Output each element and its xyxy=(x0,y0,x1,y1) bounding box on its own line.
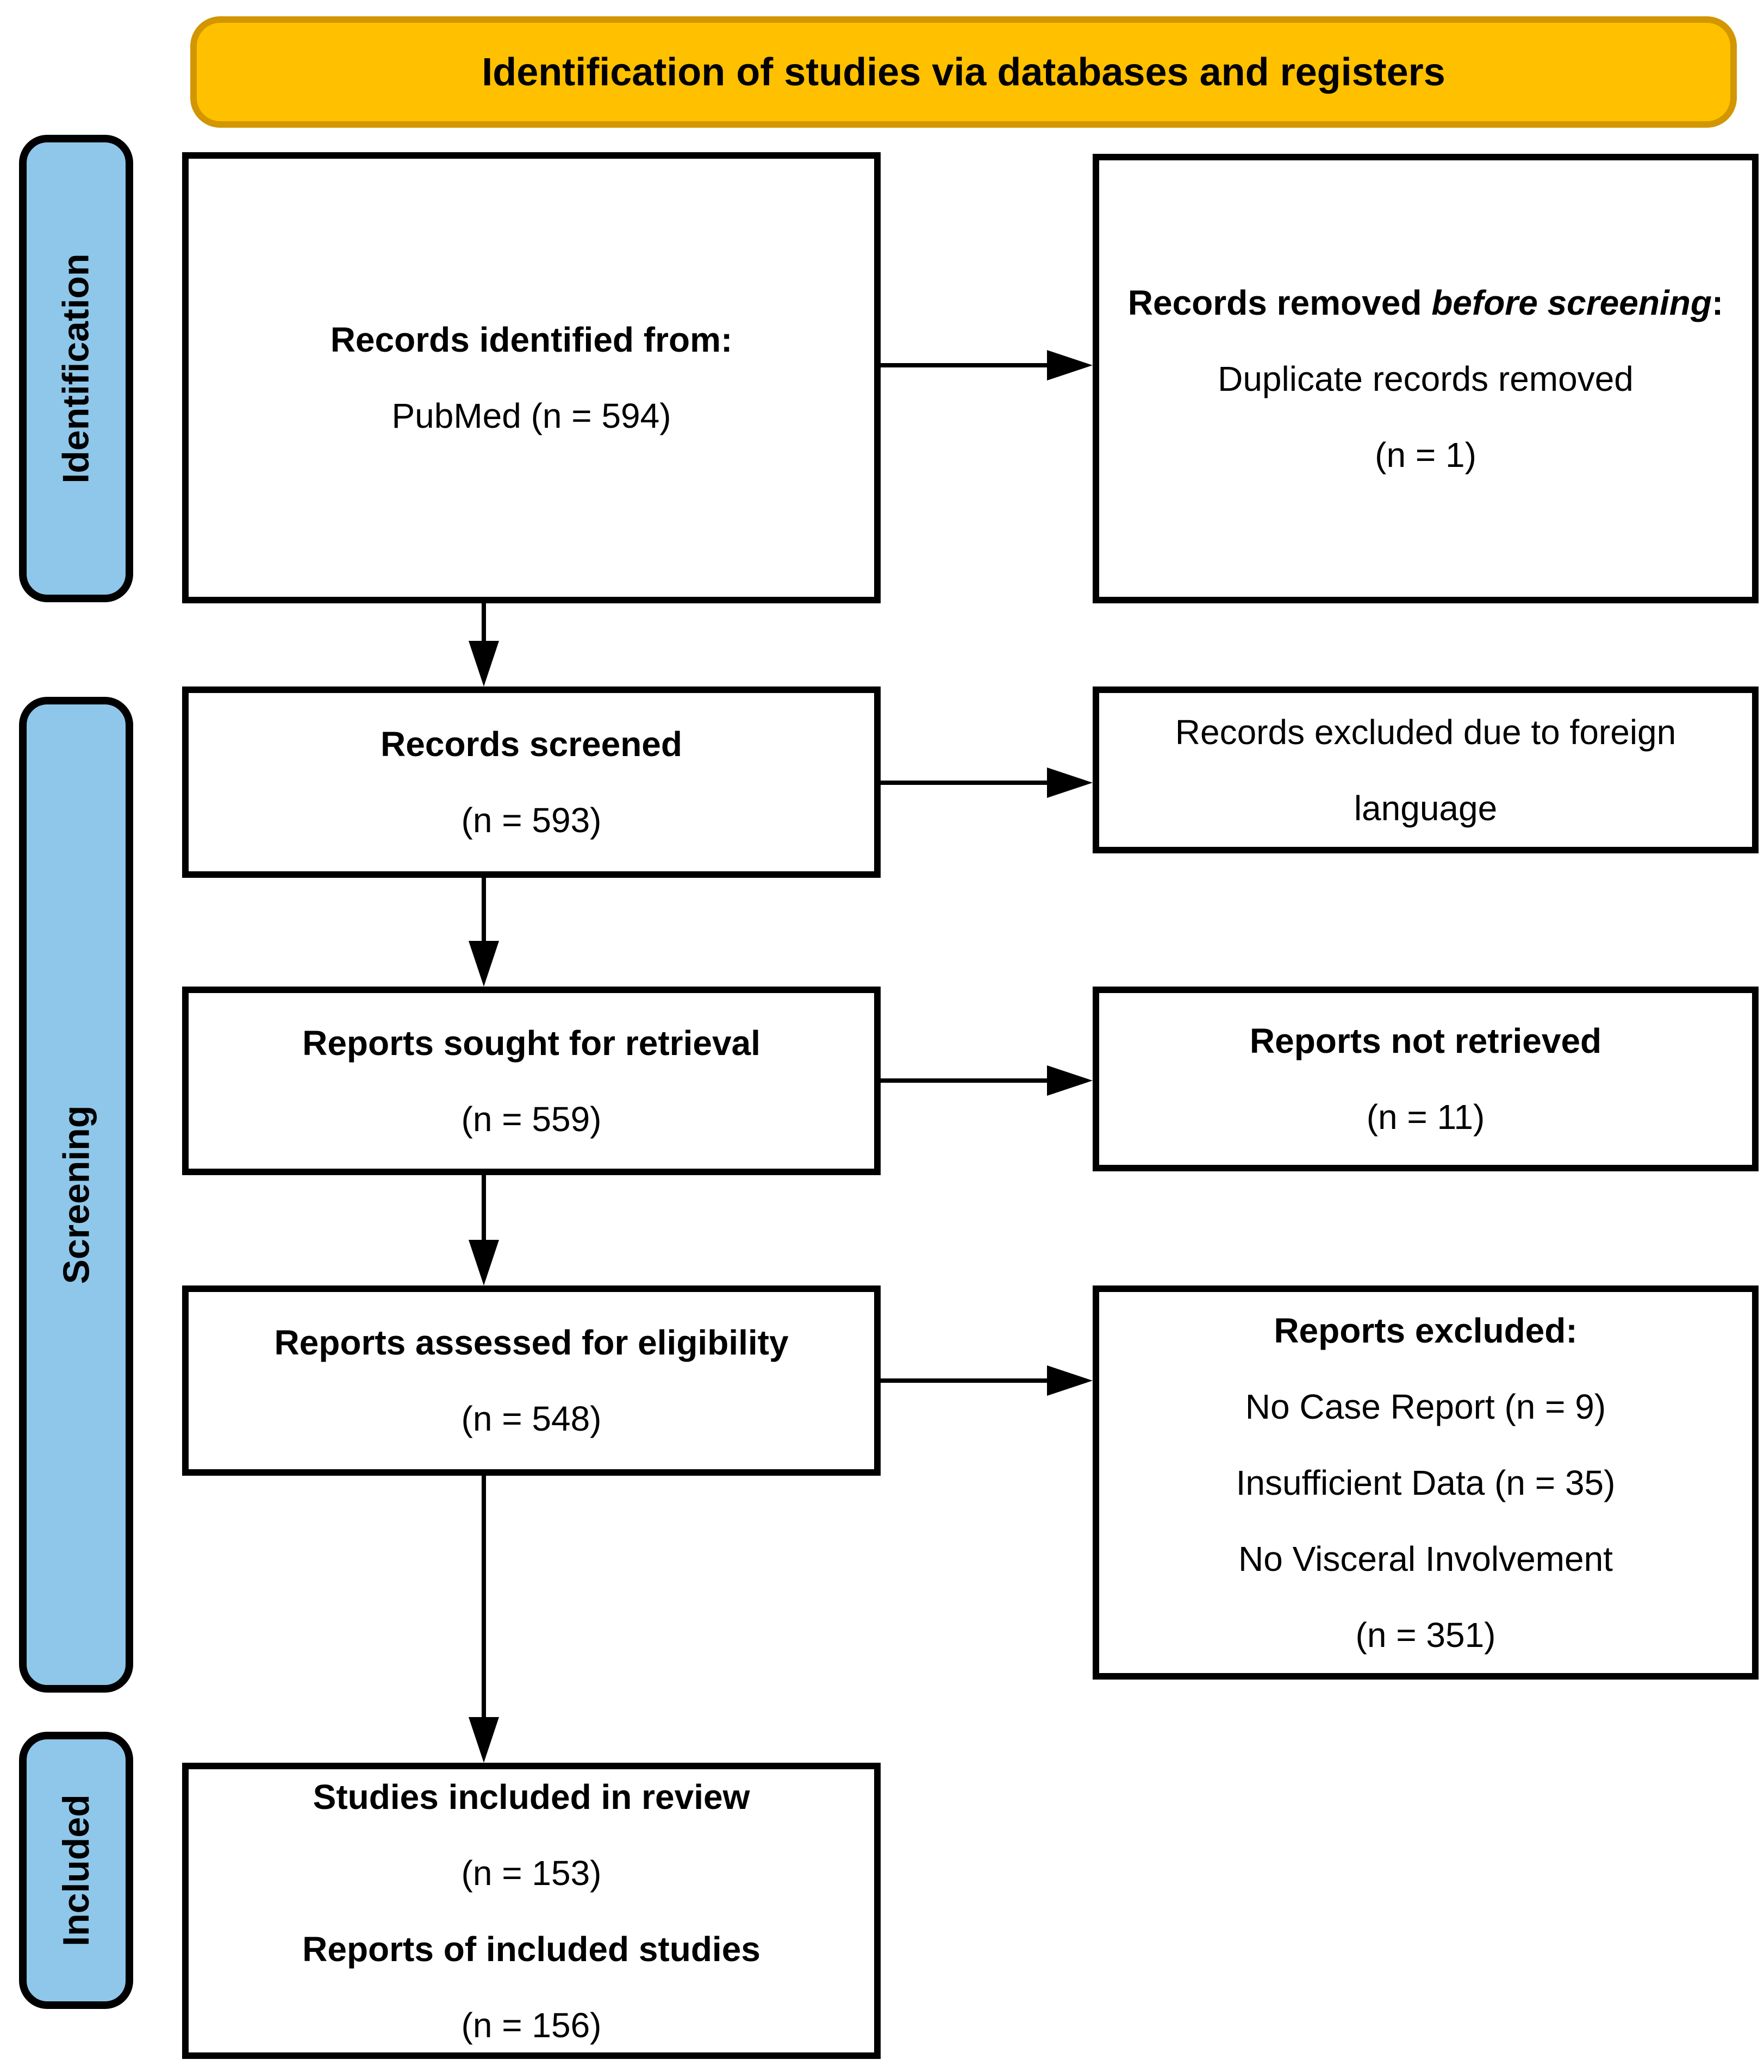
box-studies-included: Studies included in review (n = 153) Rep… xyxy=(182,1763,881,2059)
arrow-assessed-to-included-head-icon xyxy=(469,1717,499,1763)
stage-screening-label: Screening xyxy=(55,1105,97,1284)
arrow-assessed-to-excluded-head-icon xyxy=(1047,1365,1093,1396)
box-reports-sought-count: (n = 559) xyxy=(461,1099,602,1139)
box-records-removed-detail: Duplicate records removed xyxy=(1218,359,1634,398)
box-studies-included-title2: Reports of included studies xyxy=(302,1929,761,1969)
box-records-identified-title: Records identified from: xyxy=(330,320,733,359)
box-reports-excluded: Reports excluded: No Case Report (n = 9)… xyxy=(1093,1285,1759,1680)
box-reports-excluded-reason3-count: (n = 351) xyxy=(1355,1615,1496,1655)
arrow-assessed-to-included-line xyxy=(482,1474,486,1719)
header-banner: Identification of studies via databases … xyxy=(190,16,1737,128)
box-reports-excluded-reason2: Insufficient Data (n = 35) xyxy=(1236,1463,1616,1502)
box-records-identified: Records identified from: PubMed (n = 594… xyxy=(182,152,881,603)
arrow-identified-to-removed-line xyxy=(878,363,1049,367)
box-reports-excluded-title: Reports excluded: xyxy=(1274,1310,1578,1350)
box-records-removed-count: (n = 1) xyxy=(1375,435,1476,475)
stage-included-label: Included xyxy=(55,1794,97,1946)
arrow-screened-to-excluded-head-icon xyxy=(1047,767,1093,798)
box-records-screened-count: (n = 593) xyxy=(461,801,602,840)
box-reports-sought-title: Reports sought for retrieval xyxy=(302,1023,761,1063)
box-reports-not-retrieved-title: Reports not retrieved xyxy=(1249,1021,1602,1060)
box-reports-excluded-reason3: No Visceral Involvement xyxy=(1238,1539,1613,1578)
arrow-sought-to-notretrieved-line xyxy=(878,1078,1049,1083)
box-records-identified-detail: PubMed (n = 594) xyxy=(391,396,671,435)
box-records-screened: Records screened (n = 593) xyxy=(182,686,881,878)
box-records-screened-title: Records screened xyxy=(381,725,682,764)
box-reports-assessed-count: (n = 548) xyxy=(461,1399,602,1438)
box-reports-excluded-reason1: No Case Report (n = 9) xyxy=(1245,1387,1606,1426)
arrow-sought-to-assessed-line xyxy=(482,1173,486,1242)
stage-identification-label: Identification xyxy=(55,253,97,484)
arrow-sought-to-assessed-head-icon xyxy=(469,1240,499,1285)
stage-identification: Identification xyxy=(19,135,133,602)
arrow-sought-to-notretrieved-head-icon xyxy=(1047,1065,1093,1096)
box-studies-included-count2: (n = 156) xyxy=(461,2005,602,2045)
box-reports-not-retrieved: Reports not retrieved (n = 11) xyxy=(1093,987,1759,1171)
box-reports-sought: Reports sought for retrieval (n = 559) xyxy=(182,987,881,1175)
arrow-identified-to-removed-head-icon xyxy=(1047,350,1093,380)
box-records-removed: Records removed before screening: Duplic… xyxy=(1093,154,1759,603)
box-reports-assessed: Reports assessed for eligibility (n = 54… xyxy=(182,1285,881,1476)
arrow-assessed-to-excluded-line xyxy=(878,1378,1049,1383)
stage-screening: Screening xyxy=(19,697,133,1693)
header-title: Identification of studies via databases … xyxy=(482,50,1445,94)
box-records-excluded-language-text: Records excluded due to foreign language xyxy=(1175,712,1676,828)
box-records-excluded-language: Records excluded due to foreign language xyxy=(1093,686,1759,853)
arrow-identified-to-screened-line xyxy=(482,601,486,643)
box-records-removed-title: Records removed before screening: xyxy=(1127,283,1724,322)
box-studies-included-title1: Studies included in review xyxy=(313,1777,750,1817)
arrow-screened-to-sought-line xyxy=(482,876,486,943)
arrow-identified-to-screened-head-icon xyxy=(469,641,499,686)
arrow-screened-to-sought-head-icon xyxy=(469,941,499,987)
box-studies-included-count1: (n = 153) xyxy=(461,1853,602,1893)
box-reports-assessed-title: Reports assessed for eligibility xyxy=(274,1323,789,1362)
arrow-screened-to-excluded-line xyxy=(878,781,1049,785)
stage-included: Included xyxy=(19,1732,133,2009)
box-reports-not-retrieved-count: (n = 11) xyxy=(1366,1097,1485,1137)
